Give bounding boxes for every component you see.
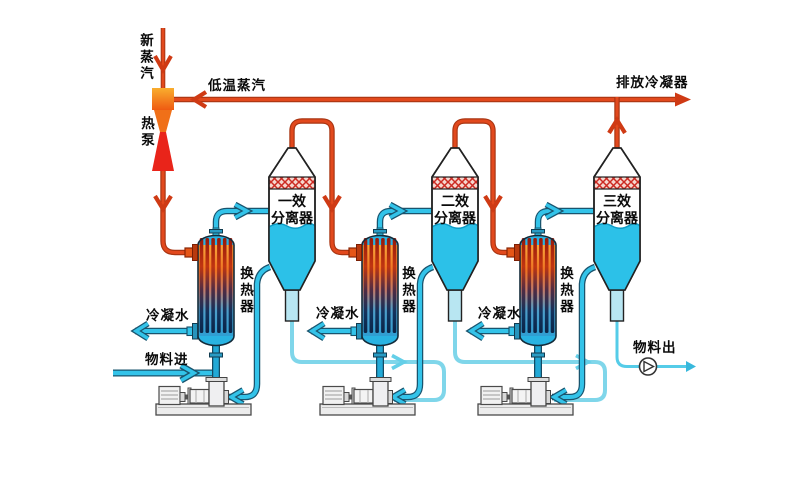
- arrow-vapor1-down: [322, 194, 342, 214]
- label-feed-in: 物料进: [145, 352, 189, 367]
- pipe-sep1-vapor-to-hx2: [290, 119, 356, 254]
- separator-2-line2: 分离器: [434, 210, 476, 226]
- pipe-sep2-vapor-to-hx3: [453, 119, 517, 254]
- steam-pipes: [153, 28, 691, 256]
- separator-3-line2: 分离器: [596, 210, 638, 226]
- heat-exchanger-3: [506, 227, 557, 347]
- arrow-heatpump-down: [153, 194, 173, 214]
- separator-1: [268, 147, 316, 322]
- arrow-vapor2-down: [483, 194, 503, 214]
- heat-pump: [152, 88, 174, 171]
- label-exchanger-3: 换热器: [558, 266, 573, 316]
- separator-3: [593, 147, 641, 322]
- label-condensate-2: 冷凝水: [316, 306, 360, 321]
- product-pump: [638, 357, 658, 376]
- suction-pipes: [225, 263, 597, 407]
- label-exchanger-2: 换热器: [400, 266, 415, 316]
- arrow-new-steam-down: [153, 55, 173, 75]
- pipe-sep3-to-pump3: [552, 265, 596, 399]
- arrow-pump1-suction: [227, 388, 244, 406]
- arrow-condensate-2: [308, 322, 325, 340]
- label-heat-pump: 热泵: [139, 116, 154, 149]
- pipe-riser-1: [214, 209, 270, 240]
- arrow-pump3-suction: [550, 388, 567, 406]
- separator-2-line1: 二效: [441, 193, 469, 209]
- label-product-out: 物料出: [633, 340, 677, 355]
- separator-3-line1: 三效: [603, 193, 631, 209]
- arrow-feed-in: [180, 363, 198, 383]
- transfer-lines: [290, 320, 696, 402]
- label-condensate-1: 冷凝水: [146, 308, 190, 323]
- arrow-product-out: [686, 361, 696, 372]
- pipe-transfer-effect2-to-pump3: [453, 320, 607, 402]
- arrow-condensate-3: [467, 322, 484, 340]
- pipe-riser-3: [536, 209, 594, 240]
- heat-pump-body: [152, 88, 174, 110]
- label-new-steam: 新蒸汽: [138, 33, 153, 83]
- label-condensate-3: 冷凝水: [478, 306, 522, 321]
- heat-exchanger-1: [184, 227, 235, 347]
- label-exchanger-1: 换热器: [238, 266, 253, 316]
- separator-2: [431, 147, 479, 322]
- arrow-condensate-1: [132, 322, 149, 340]
- pipe-transfer-effect1-to-pump2: [290, 320, 446, 402]
- arrow-riser-3: [545, 203, 562, 219]
- label-separator-1: 一效 分离器: [261, 193, 323, 227]
- label-separator-2: 二效 分离器: [424, 193, 486, 227]
- arrow-riser-1: [234, 203, 251, 219]
- arrow-vapor3-up: [607, 115, 627, 135]
- pipe-product-out: [615, 320, 686, 368]
- arrow-riser-2: [389, 203, 406, 219]
- arrow-to-condenser: [675, 92, 691, 107]
- pipe-sep2-to-pump2: [391, 265, 434, 399]
- heat-pump-converging-cone: [154, 110, 172, 132]
- product-pump-triangle: [643, 360, 656, 373]
- pipe-heatpump-to-hx1: [161, 171, 191, 254]
- separator-1-line2: 分离器: [271, 210, 313, 226]
- label-low-temp-steam: 低温蒸汽: [208, 78, 266, 93]
- arrow-transfer1-right: [391, 353, 408, 371]
- heat-exchanger-2: [348, 227, 399, 347]
- label-separator-3: 三效 分离器: [586, 193, 648, 227]
- pipe-sep1-to-pump1: [229, 265, 271, 399]
- separator-1-line1: 一效: [278, 193, 306, 209]
- arrow-low-temp-steam-left: [190, 90, 208, 109]
- pipe-riser-2: [378, 209, 432, 240]
- heat-pump-diffuser-cone: [152, 132, 174, 171]
- label-discharge-condenser: 排放冷凝器: [616, 75, 689, 90]
